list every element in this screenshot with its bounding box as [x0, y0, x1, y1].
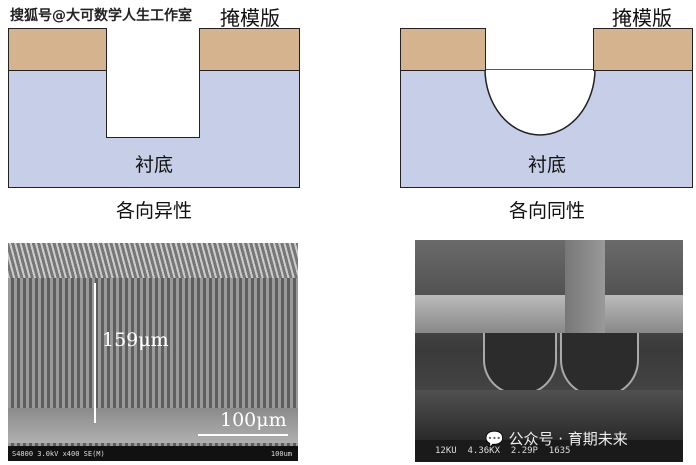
sem-image-anisotropic: 159μm 100μm S4800 3.0kV x400 SE(M) 100um	[8, 243, 298, 461]
mask-right-a	[400, 28, 486, 71]
sem-info-scale: 100um	[270, 450, 292, 458]
wechat-icon: 💬	[485, 430, 504, 448]
mask-left-a	[8, 28, 107, 71]
mask-label-right: 掩模版	[612, 6, 672, 30]
sem-image-isotropic: 12KU 4.36KX 2.29P 1635 💬 公众号 · 育期未来	[415, 240, 683, 462]
trench-anisotropic	[106, 69, 200, 138]
depth-label: 159μm	[102, 329, 169, 351]
mask-left-b	[199, 28, 300, 71]
watermark-bottom: 💬 公众号 · 育期未来	[485, 428, 628, 449]
caption-anisotropic: 各向异性	[115, 200, 193, 222]
substrate-label-left: 衬底	[134, 154, 174, 176]
caption-isotropic: 各向同性	[508, 200, 586, 222]
mask-right-b	[593, 28, 693, 71]
watermark-top: 搜狐号@大可数学人生工作室	[10, 8, 192, 24]
sem-info-bar-right: 12KU 4.36KX 2.29P 1635	[415, 440, 683, 462]
scale-label: 100μm	[220, 409, 287, 431]
depth-arrow	[94, 283, 96, 423]
isotropic-cavity	[484, 69, 596, 136]
sem-info: S4800 3.0kV x400 SE(M)	[12, 450, 105, 458]
mask-label-left: 掩模版	[220, 6, 280, 30]
watermark-bottom-text: 公众号 · 育期未来	[508, 430, 628, 448]
scale-bar	[198, 434, 288, 436]
substrate-label-right: 衬底	[527, 154, 567, 176]
sem-info-right: 12KU 4.36KX 2.29P 1635	[435, 446, 571, 456]
sem-info-bar: S4800 3.0kV x400 SE(M) 100um	[8, 446, 298, 461]
